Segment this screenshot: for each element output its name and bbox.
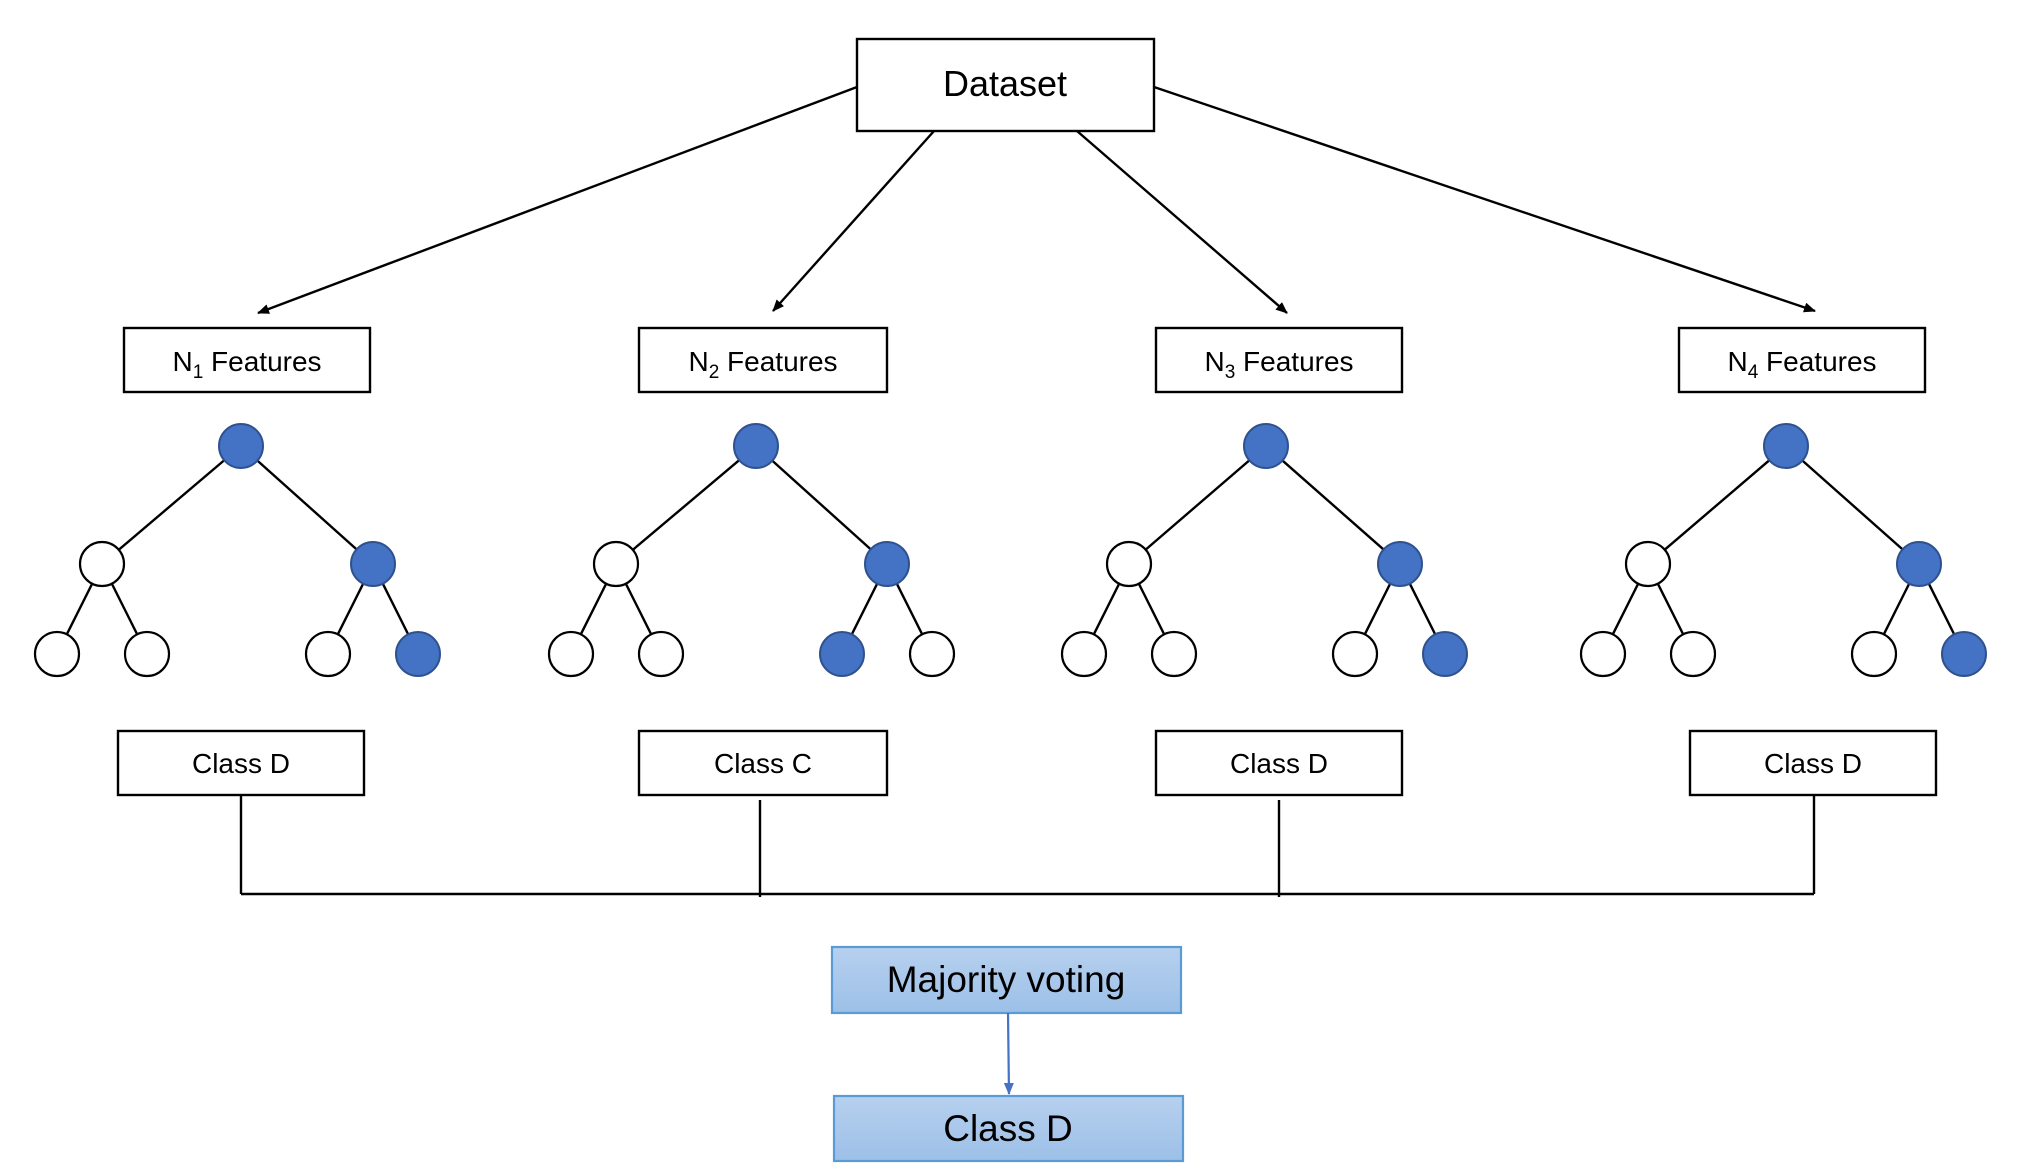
tree-1-edge-right-leaf-4	[381, 583, 410, 635]
tree-3-right-node	[1377, 541, 1423, 587]
tree-2-leaf-node-1	[547, 630, 595, 678]
tree-3-left-node	[1105, 540, 1153, 588]
tree-4-leaf-node-4	[1941, 631, 1987, 677]
tree-1-left-node	[78, 540, 126, 588]
vote-connectors	[239, 795, 1816, 897]
tree-2-left-node	[592, 540, 640, 588]
tree-1-leaf-node-3	[304, 630, 352, 678]
tree-1-edge-left-leaf-2	[110, 583, 139, 635]
tree-2-edge-right-leaf-4	[895, 583, 924, 635]
feature-box-3: N3 Features	[1154, 326, 1404, 394]
tree-3-leaf-node-2	[1150, 630, 1198, 678]
tree-1-root-node	[218, 423, 264, 469]
tree-2-root-node	[733, 423, 779, 469]
tree-3-edge-right-leaf-4	[1408, 583, 1437, 635]
arrow-to-features-3	[1076, 130, 1288, 314]
final-class-label: Class D	[943, 1108, 1073, 1149]
arrow-to-features-4	[1153, 85, 1816, 313]
feature-label-3: N3 Features	[1204, 346, 1353, 383]
dataset-arrows	[257, 85, 1816, 315]
tree-2-edge-root-left	[632, 459, 740, 551]
tree-4-leaf-node-1	[1579, 630, 1627, 678]
majority-voting-box: Majority voting	[830, 945, 1183, 1015]
tree-2-edge-root-right	[771, 459, 872, 551]
tree-1-leaf-node-2	[123, 630, 171, 678]
prediction-box-4: Class D	[1688, 729, 1938, 797]
tree-3-edge-root-right	[1281, 459, 1385, 551]
tree-4-edge-root-right	[1801, 459, 1904, 551]
tree-1-edge-root-left	[117, 459, 226, 551]
tree-3-leaf-node-3	[1331, 630, 1379, 678]
tree-3-edge-left-leaf-2	[1137, 583, 1166, 635]
prediction-label-1: Class D	[192, 748, 290, 779]
tree-4-edge-right-leaf-4	[1927, 583, 1956, 635]
tree-4-leaf-node-2	[1669, 630, 1717, 678]
tree-2-edge-left-leaf-1	[579, 583, 608, 635]
feature-box-4: N4 Features	[1677, 326, 1927, 394]
tree-2-edge-left-leaf-2	[624, 583, 653, 635]
prediction-label-3: Class D	[1230, 748, 1328, 779]
feature-label-1: N1 Features	[172, 346, 321, 383]
tree-4-leaf-node-3	[1850, 630, 1898, 678]
tree-1-edge-right-leaf-3	[336, 583, 365, 635]
tree-1-edge-left-leaf-1	[65, 583, 94, 635]
tree-1-right-node	[350, 541, 396, 587]
tree-4-edge-root-left	[1663, 459, 1771, 551]
prediction-box-3: Class D	[1154, 729, 1404, 797]
tree-2-leaf-node-4	[908, 630, 956, 678]
dataset-label: Dataset	[943, 63, 1067, 104]
majority-voting-label: Majority voting	[887, 959, 1126, 1000]
tree-3-edge-left-leaf-1	[1092, 583, 1121, 635]
feature-label-2: N2 Features	[688, 346, 837, 383]
prediction-box-2: Class C	[637, 729, 889, 797]
arrow-to-features-1	[257, 85, 858, 315]
tree-1-leaf-node-4	[395, 631, 441, 677]
tree-3-leaf-node-4	[1422, 631, 1468, 677]
feature-box-2: N2 Features	[637, 326, 889, 394]
tree-4-left-node	[1624, 540, 1672, 588]
dataset-box: Dataset	[855, 37, 1156, 133]
tree-3-root-node	[1243, 423, 1289, 469]
final-class-box: Class D	[832, 1094, 1185, 1163]
feature-box-1: N1 Features	[122, 326, 372, 394]
tree-4-root-node	[1763, 423, 1809, 469]
tree-4-edge-left-leaf-2	[1656, 583, 1685, 635]
feature-label-4: N4 Features	[1727, 346, 1876, 383]
tree-1-leaf-node-1	[33, 630, 81, 678]
tree-4-edge-right-leaf-3	[1882, 583, 1911, 635]
tree-2-edge-right-leaf-3	[850, 583, 879, 635]
tree-3-edge-right-leaf-3	[1363, 583, 1392, 635]
final-arrow	[1003, 1012, 1014, 1095]
tree-4-edge-left-leaf-1	[1611, 583, 1640, 635]
prediction-box-1: Class D	[116, 729, 366, 797]
prediction-label-4: Class D	[1764, 748, 1862, 779]
tree-2-right-node	[864, 541, 910, 587]
tree-2-leaf-node-3	[819, 631, 865, 677]
decision-trees	[33, 423, 1987, 678]
tree-4-right-node	[1896, 541, 1942, 587]
tree-3-edge-root-left	[1144, 459, 1251, 551]
tree-3-leaf-node-1	[1060, 630, 1108, 678]
arrow-to-features-2	[772, 130, 935, 312]
tree-1-edge-root-right	[256, 459, 358, 551]
tree-2-leaf-node-2	[637, 630, 685, 678]
prediction-label-2: Class C	[714, 748, 812, 779]
